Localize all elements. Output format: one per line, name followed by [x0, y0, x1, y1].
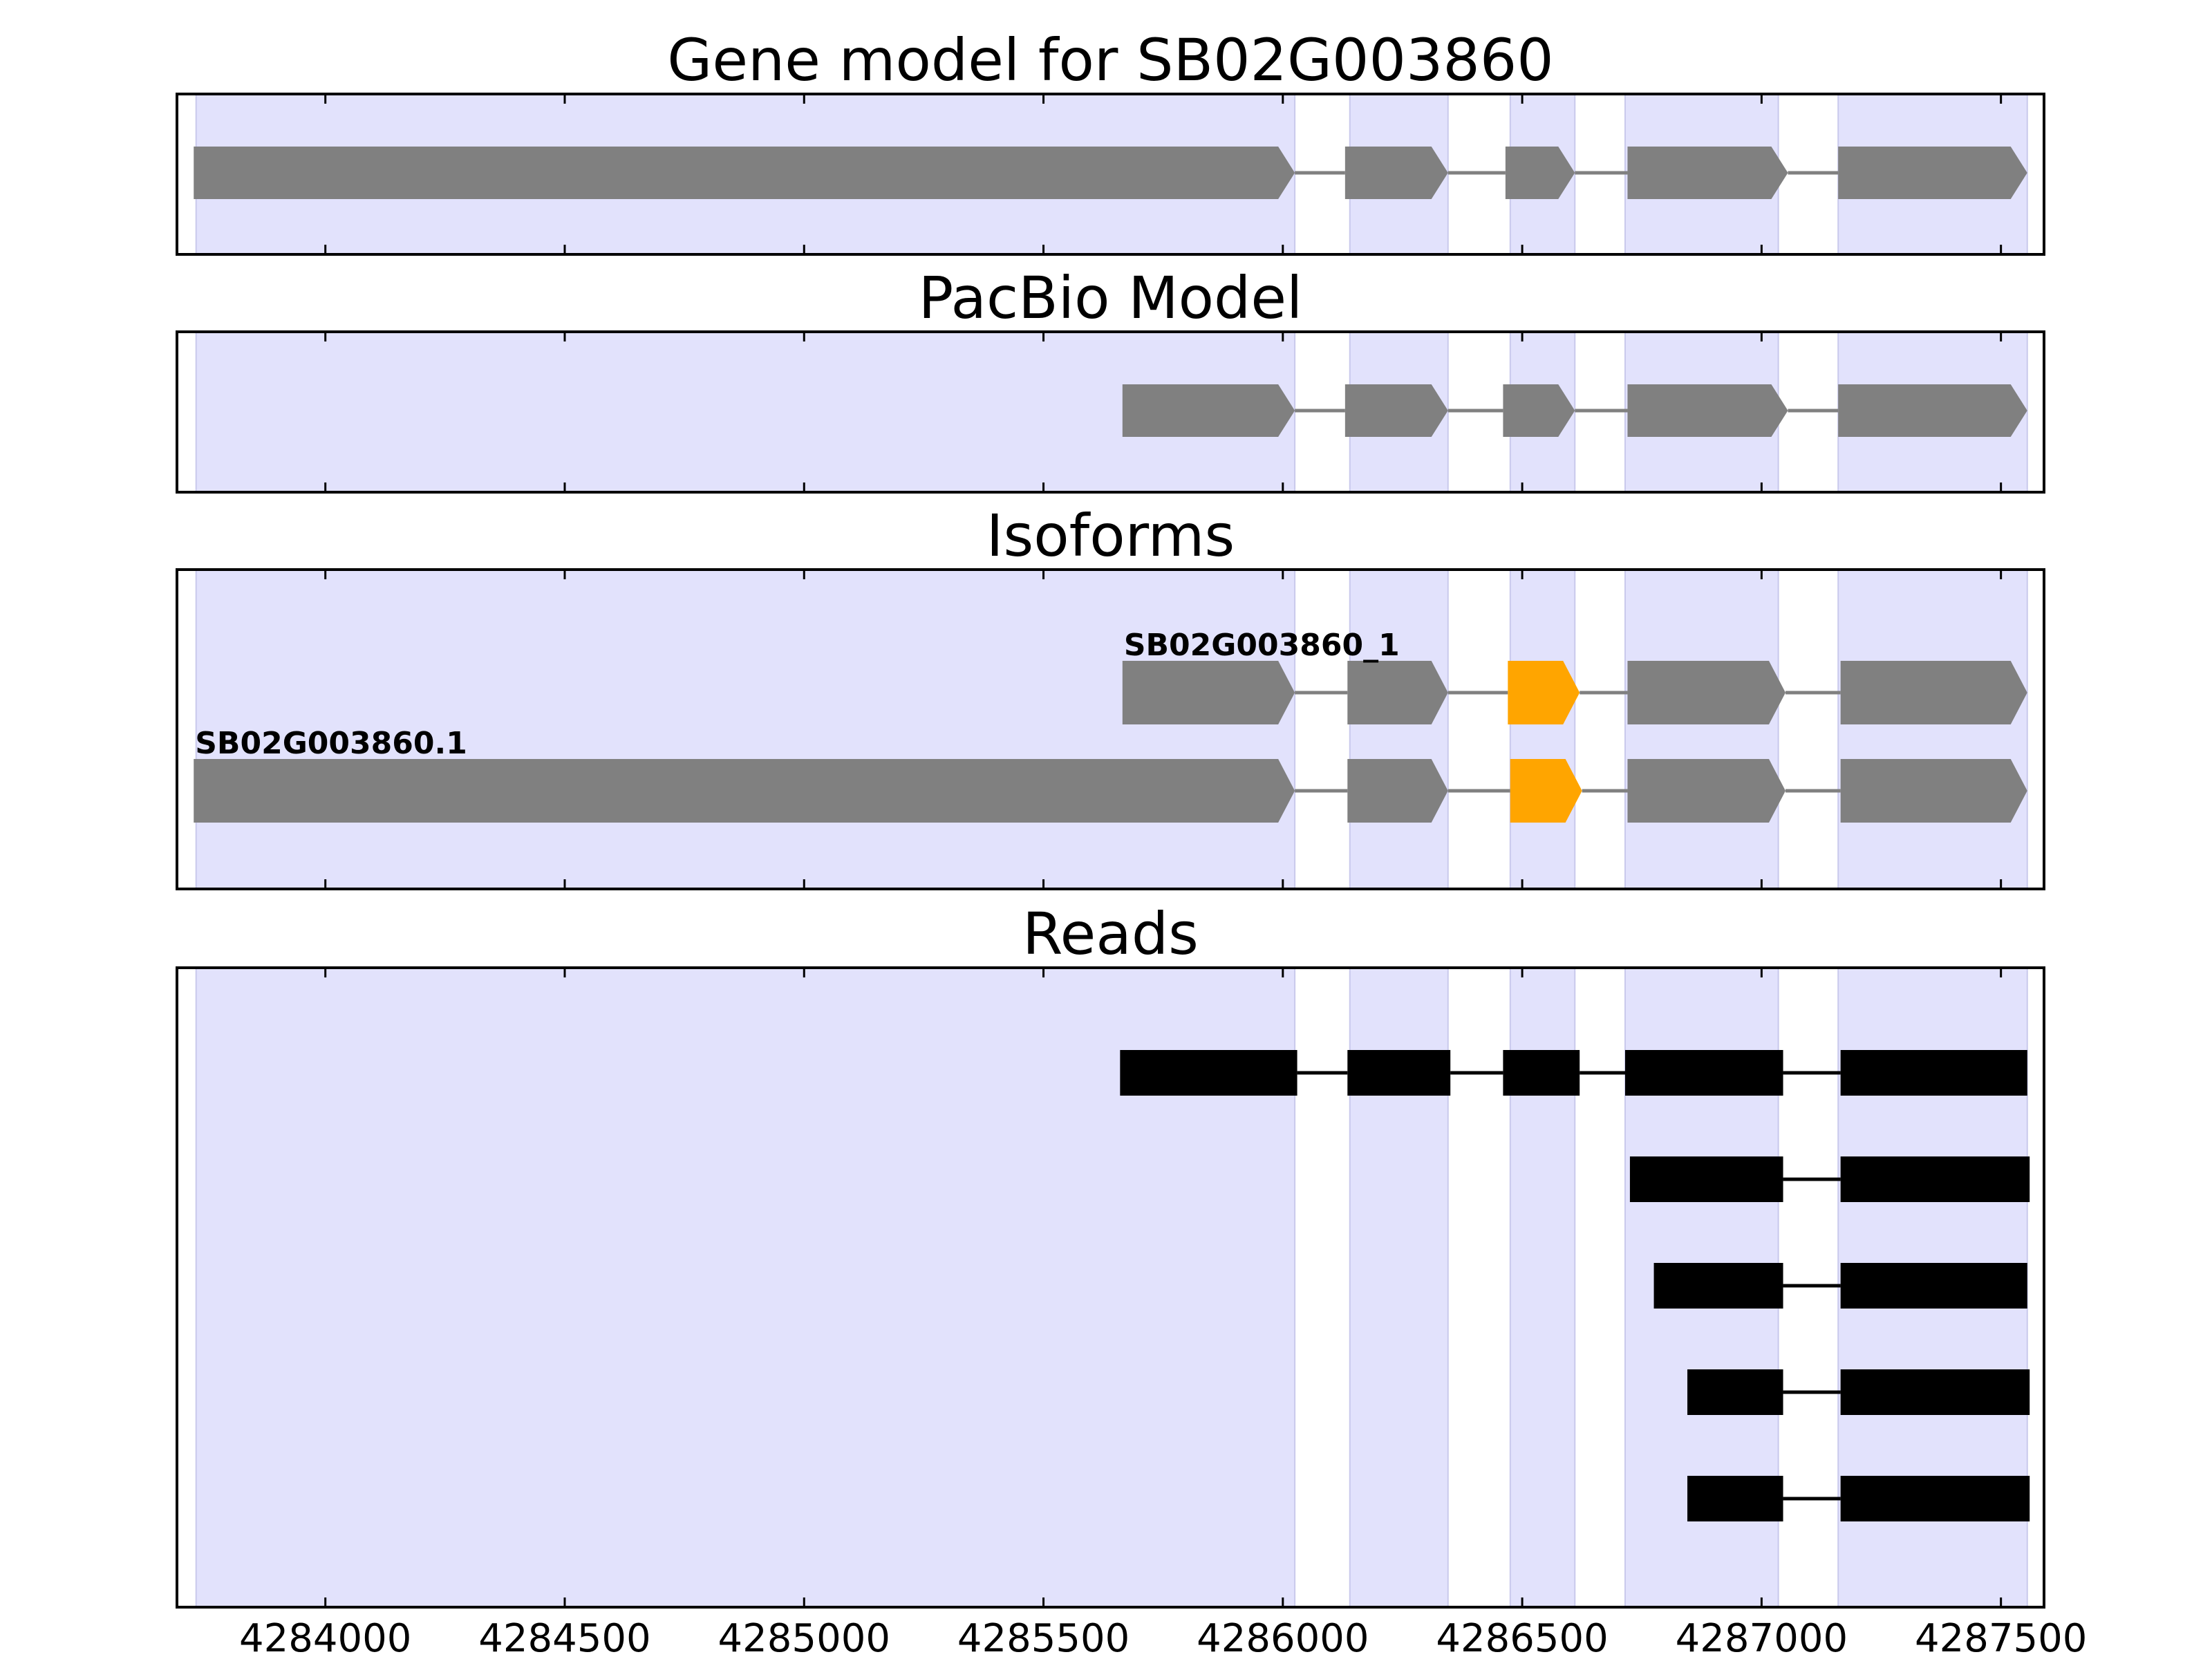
exon-arrow [1122, 661, 1295, 724]
x-tick-label: 4284000 [239, 1616, 411, 1659]
read-block [1840, 1050, 2027, 1096]
panel-title: Isoforms [986, 502, 1235, 570]
axes-frame [176, 93, 2045, 256]
read-track [1629, 1156, 2030, 1202]
axes-frame [176, 966, 2045, 1609]
exon-arrow [1838, 147, 2027, 199]
read-block [1625, 1050, 1783, 1096]
exon-arrow [1840, 661, 2027, 724]
panel-title: Reads [1022, 900, 1199, 968]
read-block [1840, 1156, 2030, 1202]
exon-arrow [1344, 384, 1448, 437]
read-block [1687, 1369, 1783, 1415]
axes-frame [176, 330, 2045, 494]
exon-shade-region [195, 331, 1296, 493]
exon-arrow [1627, 147, 1788, 199]
read-track [1653, 1263, 2027, 1309]
exon-arrow [1627, 759, 1786, 823]
exon-arrow [1122, 384, 1295, 437]
read-block [1503, 1050, 1580, 1096]
exon-arrow [1627, 384, 1788, 437]
exon-shade-region [1509, 569, 1576, 890]
transcript-track: SB02G003860_1 [1122, 628, 2027, 724]
x-tick-label: 4287000 [1676, 1616, 1848, 1659]
transcript-track: SB02G003860.1 [194, 726, 2027, 823]
read-track [1687, 1476, 2030, 1521]
exon-arrow [1838, 384, 2027, 437]
x-tick-label: 4284500 [478, 1616, 650, 1659]
read-block [1840, 1263, 2027, 1309]
transcript-track [194, 147, 2027, 199]
exon-arrow [1840, 759, 2027, 823]
exon-arrow [1344, 147, 1448, 199]
panel-4: Reads 4284000 4284500 4285000 4285500 4286000… [176, 900, 2087, 1659]
read-block [1629, 1156, 1783, 1202]
x-tick-label: 4285500 [957, 1616, 1130, 1659]
x-tick-label: 4286500 [1436, 1616, 1608, 1659]
isoform-label: SB02G003860_1 [1124, 628, 1400, 663]
read-block [1653, 1263, 1783, 1309]
exon-shade-region [195, 569, 1296, 890]
read-track [1687, 1369, 2030, 1415]
read-track [1120, 1050, 2027, 1096]
highlighted-exon-arrow [1510, 759, 1582, 823]
panel-2: PacBio Model [176, 264, 2045, 494]
exon-arrow [1503, 384, 1575, 437]
exon-arrow [1627, 661, 1786, 724]
x-tick-label: 4285000 [718, 1616, 890, 1659]
panel-1: Gene model for SB02G003860 [176, 26, 2045, 256]
read-block [1687, 1476, 1783, 1521]
x-tick-label: 4286000 [1197, 1616, 1369, 1659]
read-block [1347, 1050, 1451, 1096]
exon-shade-region [1837, 569, 2028, 890]
highlighted-exon-arrow [1508, 661, 1580, 724]
read-block [1120, 1050, 1297, 1096]
read-block [1840, 1476, 2030, 1521]
panel-title: PacBio Model [919, 264, 1303, 332]
exon-arrow [1347, 759, 1448, 823]
panel-title: Gene model for SB02G003860 [667, 26, 1553, 94]
exon-arrow [194, 759, 1295, 823]
transcript-track [1122, 384, 2027, 437]
exon-arrow [194, 147, 1295, 199]
exon-shade-region [195, 967, 1296, 1608]
read-block [1840, 1369, 2030, 1415]
x-tick-label: 4287500 [1915, 1616, 2087, 1659]
exon-arrow [1347, 661, 1448, 724]
exon-arrow [1505, 147, 1575, 199]
exon-shade-region [1349, 569, 1449, 890]
exon-shade-region [1624, 569, 1779, 890]
isoform-label: SB02G003860.1 [195, 726, 467, 761]
axes-frame [176, 568, 2045, 890]
